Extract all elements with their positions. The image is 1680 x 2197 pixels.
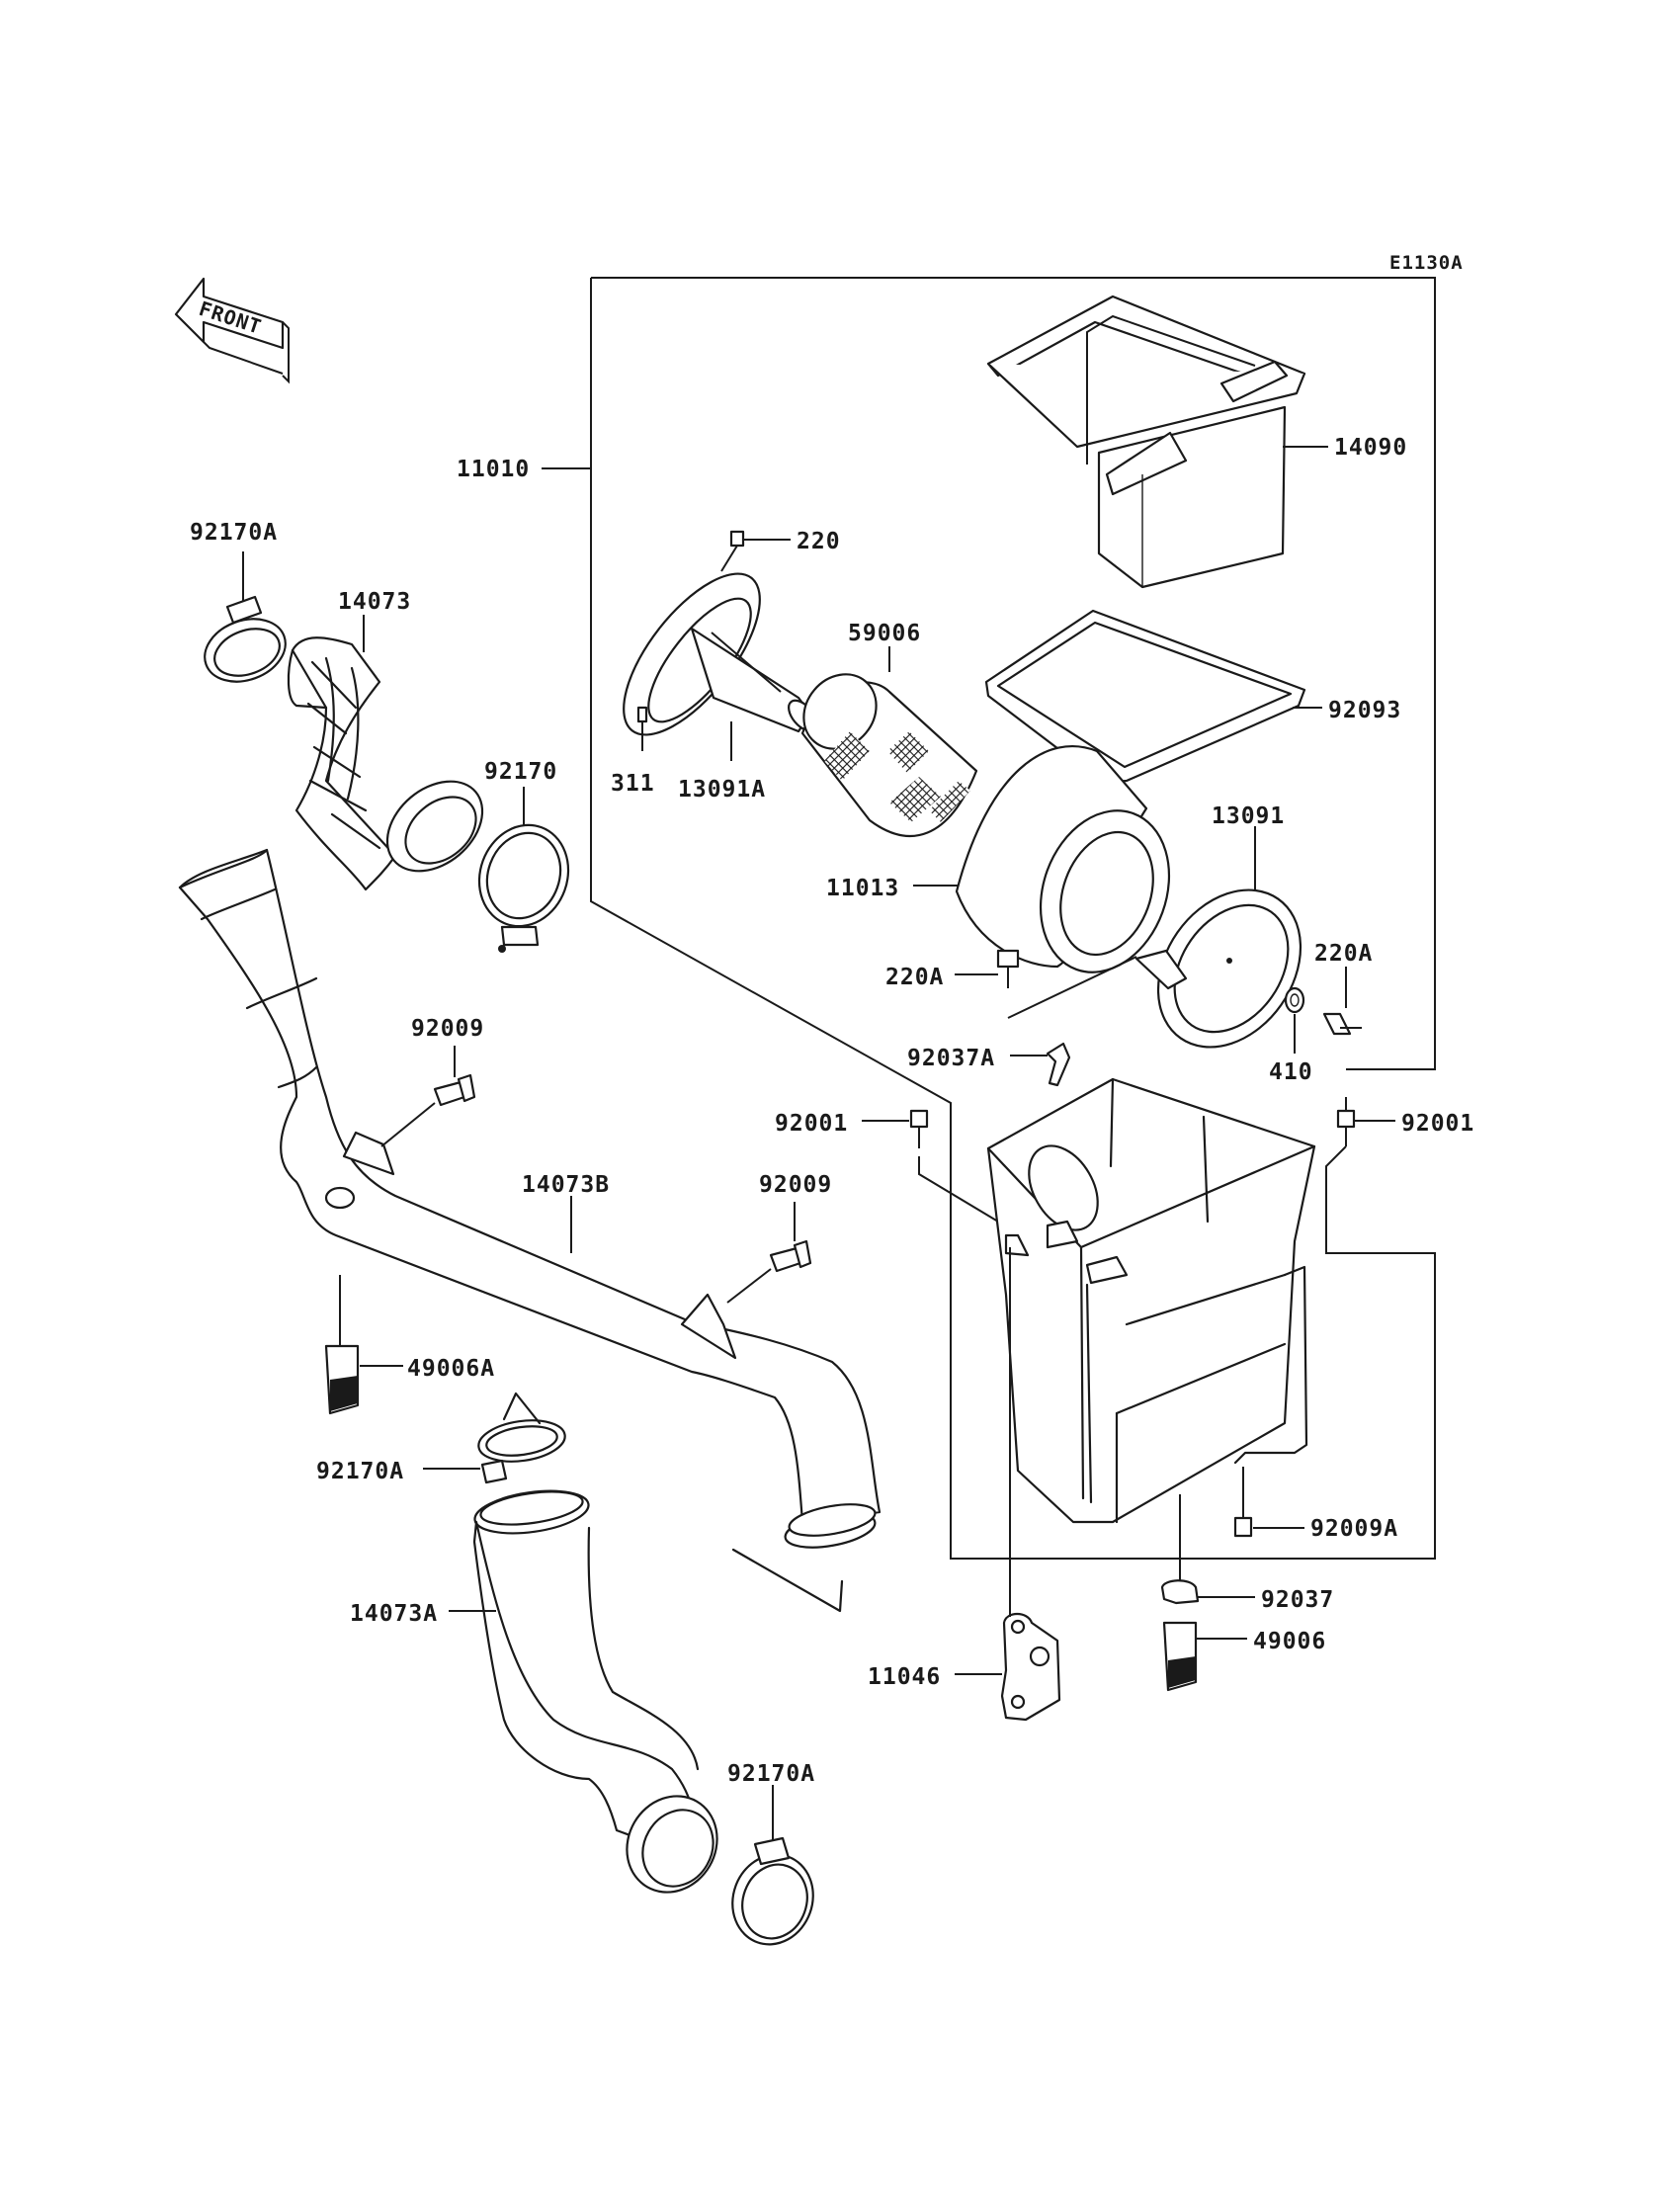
- assembly-bracket-11010: [542, 277, 1436, 1560]
- label-13091A: 13091A: [678, 777, 766, 803]
- label-92037: 92037: [1261, 1587, 1334, 1613]
- sleeve-49006a-icon: [324, 1275, 360, 1415]
- clip-92037a-icon: [1046, 1042, 1071, 1087]
- label-92170A-top: 92170A: [190, 520, 278, 546]
- hose-clamp-92170: [477, 823, 570, 953]
- label-49006A: 49006A: [407, 1356, 495, 1382]
- label-220A-right: 220A: [1314, 941, 1373, 967]
- front-arrow-icon: FRONT: [174, 277, 290, 384]
- diagram-code: E1130A: [1389, 252, 1464, 274]
- label-14073B: 14073B: [522, 1172, 610, 1198]
- label-14073A: 14073A: [350, 1601, 438, 1627]
- label-92037A: 92037A: [907, 1046, 995, 1071]
- label-49006: 49006: [1253, 1629, 1326, 1654]
- label-92170A-bottom: 92170A: [727, 1761, 815, 1787]
- bolt-92001-right-icon: [1336, 1097, 1356, 1146]
- bolt-92009a-icon: [1233, 1467, 1253, 1538]
- label-410: 410: [1269, 1059, 1313, 1085]
- label-92170: 92170: [484, 759, 557, 785]
- label-92009A: 92009A: [1310, 1516, 1398, 1542]
- sleeve-49006-icon: [1162, 1621, 1198, 1692]
- filter-holder-plate: [623, 572, 817, 736]
- pin-311-icon: [636, 706, 648, 723]
- bolt-92009-mid-icon: [726, 1239, 812, 1304]
- hose-clamp-92170a-bottom: [731, 1836, 814, 1946]
- label-13091: 13091: [1212, 803, 1285, 829]
- label-220A-left: 220A: [885, 965, 944, 990]
- front-label: FRONT: [196, 296, 264, 339]
- bolt-220a-left-icon: [996, 949, 1137, 1019]
- nut-410-icon: [1284, 986, 1305, 1014]
- filter-screen: [800, 673, 978, 837]
- label-92093: 92093: [1328, 698, 1401, 723]
- filter-end-cap: [1134, 888, 1302, 1049]
- label-59006: 59006: [848, 621, 921, 646]
- air-filter-element: [955, 745, 1171, 973]
- air-box-cover: [986, 295, 1306, 589]
- intake-duct-14073a: [472, 1489, 718, 1894]
- label-14090: 14090: [1334, 435, 1407, 461]
- mounting-bracket: [1000, 1247, 1061, 1722]
- label-92001-left: 92001: [775, 1111, 848, 1137]
- label-11046: 11046: [868, 1664, 941, 1690]
- label-92009-mid: 92009: [759, 1172, 832, 1198]
- hose-clamp-92170a-mid: [477, 1392, 566, 1484]
- clamp-92037-icon: [1160, 1494, 1200, 1605]
- label-11010: 11010: [457, 457, 530, 482]
- label-92001-right: 92001: [1401, 1111, 1474, 1137]
- label-311: 311: [611, 771, 655, 797]
- intake-duct-14073: [287, 636, 484, 891]
- label-11013: 11013: [826, 876, 899, 901]
- bolt-92009-upper-icon: [380, 1073, 476, 1147]
- intake-duct-14073b: [178, 848, 882, 1613]
- label-220: 220: [797, 529, 841, 554]
- label-14073: 14073: [338, 589, 411, 615]
- air-box-case: [986, 1077, 1316, 1524]
- hose-clamp-92170a-top: [204, 595, 287, 683]
- label-92009-upper: 92009: [411, 1016, 484, 1042]
- label-92170A-mid: 92170A: [316, 1459, 404, 1484]
- bolt-220a-right-icon: [1322, 1012, 1362, 1036]
- bolt-220-icon: [720, 530, 745, 572]
- bolt-92001-left-icon: [909, 1109, 1019, 1234]
- air-box-gasket: [984, 609, 1306, 785]
